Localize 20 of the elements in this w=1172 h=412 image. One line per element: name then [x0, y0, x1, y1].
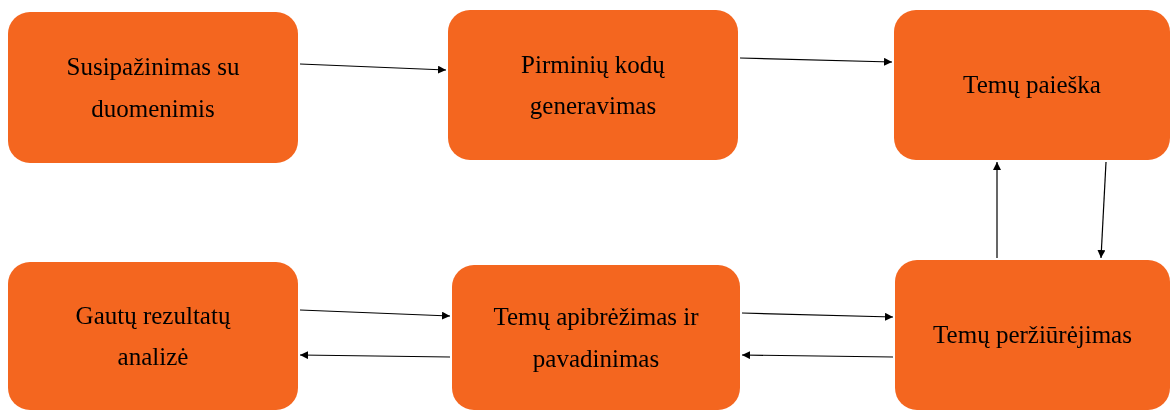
process-box: [452, 265, 740, 410]
process-box: [448, 10, 738, 160]
process-box: [8, 262, 298, 410]
step-label: Temų peržiūrėjimas: [933, 320, 1132, 351]
step-label: Gautų rezultatų analizė: [74, 300, 232, 372]
arrow: [299, 351, 451, 360]
process-box: [894, 10, 1170, 160]
arrow: [741, 312, 894, 321]
step-label: Pirminių kodų generavimas: [520, 49, 666, 121]
arrow: [993, 161, 1001, 259]
arrow: [741, 351, 894, 360]
arrow: [299, 63, 447, 74]
arrow: [1097, 161, 1107, 259]
process-box: [895, 260, 1170, 410]
arrow: [299, 309, 451, 320]
step-label: Temų apibrėžimas ir pavadinimas: [492, 302, 700, 374]
process-box: [8, 12, 298, 163]
arrow: [739, 57, 893, 66]
step-label: Temų paieška: [963, 70, 1101, 101]
step-label: Susipažinimas su duomenimis: [65, 52, 241, 124]
